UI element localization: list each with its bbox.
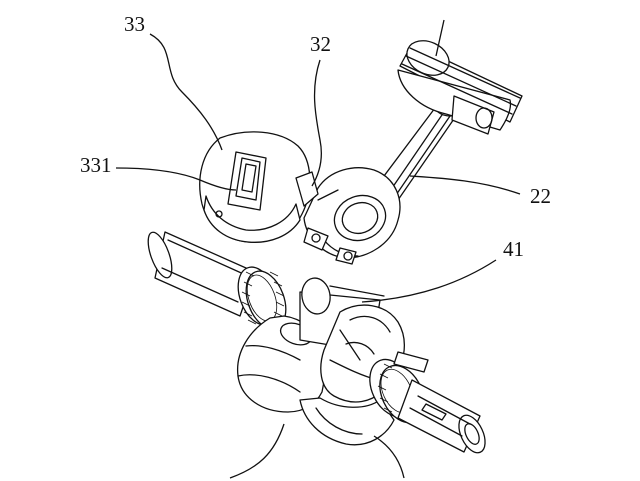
leader-bottom-left (229, 423, 285, 479)
connecting-rod (303, 91, 467, 265)
label-33: 33 (124, 12, 145, 36)
balance-block (199, 131, 319, 243)
leader-33 (149, 33, 223, 151)
piston (397, 40, 523, 135)
leader-lines (115, 19, 521, 479)
label-41: 41 (503, 237, 524, 261)
label-22: 22 (530, 184, 551, 208)
leader-bottom-right (373, 435, 405, 479)
label-331: 331 (80, 153, 112, 177)
leader-331 (115, 167, 237, 191)
label-32: 32 (310, 32, 331, 56)
leader-41 (361, 259, 497, 303)
leader-32 (311, 59, 322, 187)
leader-top (435, 19, 445, 57)
leader-22 (409, 175, 521, 195)
crankshaft (147, 231, 486, 454)
